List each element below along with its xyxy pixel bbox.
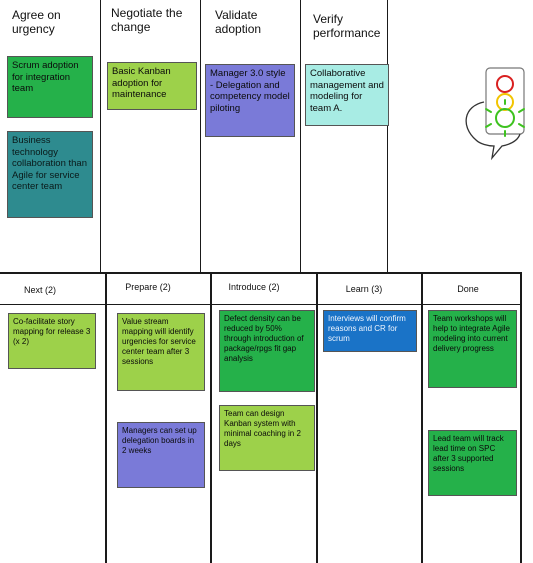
card-business-collaboration[interactable]: Business technology collaboration than A… [7,131,93,218]
card-collaborative-management[interactable]: Collaborative management and modeling fo… [305,64,389,126]
column-header-done: Done [457,284,479,294]
traffic-light-icon [465,67,525,161]
column-header-verify: Verify performance [313,12,381,40]
bottom-right-border [520,272,522,563]
card-manager-3[interactable]: Manager 3.0 style - Delegation and compe… [205,64,295,137]
bottom-divider-3 [316,272,318,563]
column-header-introduce: Introduce (2) [228,282,280,292]
column-header-agree: Agree on urgency [12,8,61,36]
bottom-divider-2 [210,272,212,563]
card-story-mapping[interactable]: Co-facilitate story mapping for release … [8,313,96,369]
card-scrum-adoption[interactable]: Scrum adoption for integration team [7,56,93,118]
card-interviews[interactable]: Interviews will confirm reasons and CR f… [323,310,417,352]
bottom-top-border [0,272,522,274]
column-header-prepare: Prepare (2) [125,282,171,292]
bottom-divider-4 [421,272,423,563]
card-team-workshops[interactable]: Team workshops will help to integrate Ag… [428,310,517,388]
column-header-negotiate: Negotiate the change [111,6,183,34]
card-kanban-design[interactable]: Team can design Kanban system with minim… [219,405,315,471]
bottom-divider-1 [105,272,107,563]
card-basic-kanban[interactable]: Basic Kanban adoption for maintenance [107,62,197,110]
top-divider-2 [200,0,201,272]
bottom-header-border [0,304,522,305]
card-defect-density[interactable]: Defect density can be reduced by 50% thr… [219,310,315,392]
column-header-learn: Learn (3) [345,284,383,294]
top-divider-3 [300,0,301,272]
top-divider-1 [100,0,101,272]
card-managers-delegation[interactable]: Managers can set up delegation boards in… [117,422,205,488]
top-divider-4 [387,0,388,272]
card-value-stream[interactable]: Value stream mapping will identify urgen… [117,313,205,391]
column-header-next: Next (2) [23,285,56,295]
card-lead-team[interactable]: Lead team will track lead time on SPC af… [428,430,517,496]
column-header-validate: Validate adoption [215,8,262,36]
